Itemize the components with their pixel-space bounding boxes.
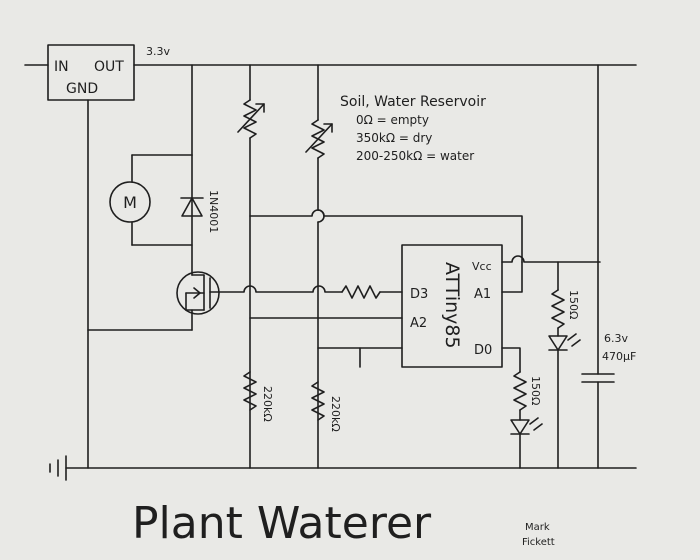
pin-a1-label: A1 [474,287,491,302]
motor: M [109,181,151,223]
regulator-in-label: IN [54,59,69,75]
led-resistor-2-label: 150Ω [529,376,542,405]
a1-pin-wire [501,261,523,293]
capacitor: 6.3v 470µF [581,64,636,469]
regulator-body [47,44,135,101]
notes-line-empty: 0Ω = empty [356,113,429,127]
mosfet [87,271,220,331]
led-branch-1: 150Ω [548,261,581,469]
chip-body [401,244,503,368]
regulator-gnd-label: GND [66,81,98,97]
diagram-title: Plant Waterer [132,498,432,549]
notes-heading: Soil, Water Reservoir [340,94,486,110]
ground-symbol [49,455,67,481]
capacitor-value-label: 470µF [602,350,636,363]
pin-vcc-label: Vcc [472,260,492,273]
resistor-220k-1: 220kΩ [243,371,274,422]
notes-line-water: 200-250kΩ = water [356,149,474,163]
led-branch-2: 150Ω [501,347,543,469]
resistor-220k-2: 220kΩ [311,381,342,432]
potentiometer-2 [305,64,333,469]
resistor-220k-2-label: 220kΩ [329,396,342,432]
resistor-220k-1-label: 220kΩ [261,386,274,422]
gate-wire [209,285,343,293]
voltage-regulator: IN OUT GND 3.3v [24,44,170,101]
author-last-name: Fickett [522,537,555,548]
author-first-name: Mark [525,522,550,533]
pin-a2-label: A2 [410,316,427,331]
supply-voltage-label: 3.3v [146,45,170,58]
pin-d3-label: D3 [410,287,428,302]
vcc-pin-wire [501,255,601,263]
chip-name-label: ATTiny85 [441,262,463,349]
gate-resistor [341,285,403,299]
motor-branch [131,64,193,276]
notes-line-dry: 350kΩ = dry [356,131,432,145]
motor-label: M [123,193,137,212]
vcc-feed-wire [249,209,523,263]
pin-d0-label: D0 [474,343,492,358]
pot2-sense-wire [317,347,361,368]
reservoir-notes: Soil, Water Reservoir 0Ω = empty 350kΩ =… [340,94,486,163]
diode-label: 1N4001 [207,190,220,233]
led-resistor-1-label: 150Ω [567,290,580,319]
capacitor-voltage-label: 6.3v [604,332,628,345]
regulator-out-label: OUT [94,59,124,75]
flyback-diode: 1N4001 [180,190,220,233]
potentiometer-1 [237,64,265,469]
attiny85-chip: Vcc A1 D3 A2 D0 ATTiny85 [401,244,503,368]
